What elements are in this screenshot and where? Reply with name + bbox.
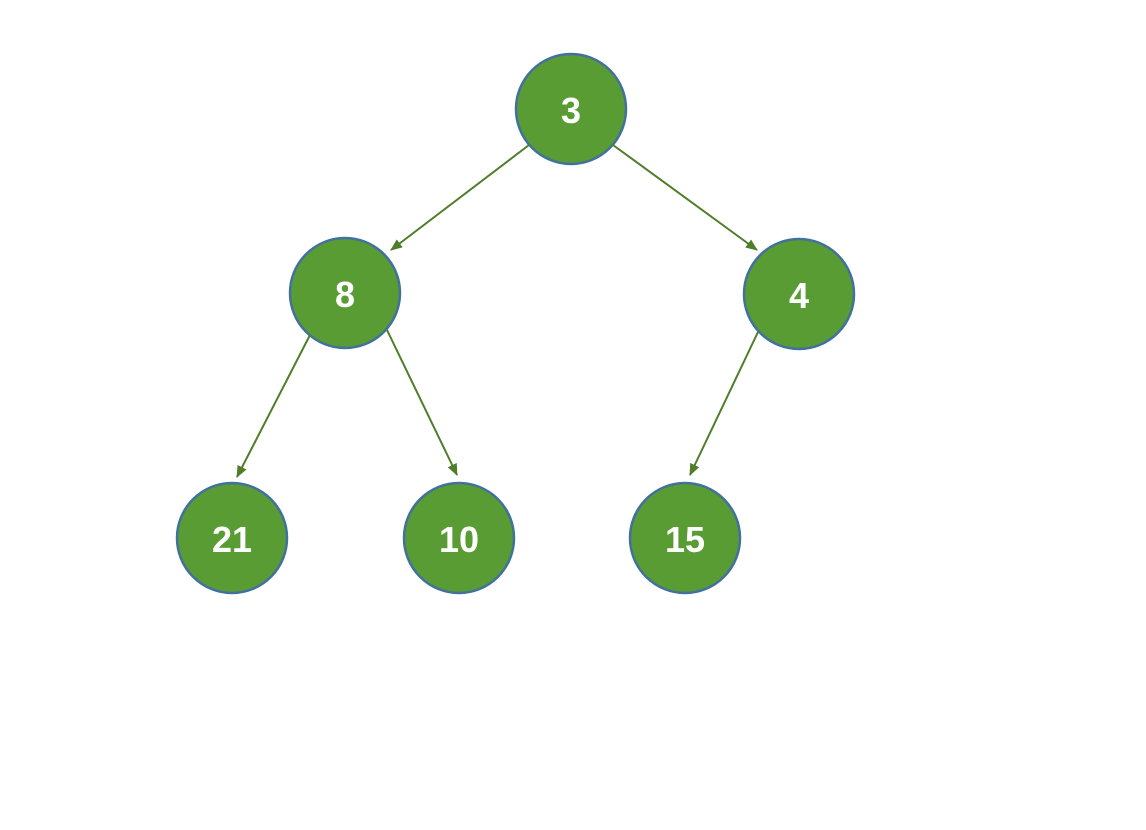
tree-node-8: 8 (288, 236, 402, 350)
edge-8-to-10 (386, 329, 458, 476)
node-circle-10 (402, 481, 516, 595)
edge-4-to-15 (689, 331, 759, 476)
node-label-21: 21 (212, 519, 252, 560)
edge-3-to-4 (612, 144, 758, 251)
node-circle-4 (742, 237, 856, 351)
node-label-15: 15 (665, 519, 705, 560)
node-circle-3 (514, 52, 628, 166)
node-circle-21 (175, 481, 289, 595)
node-circle-8 (288, 236, 402, 350)
tree-node-4: 4 (742, 237, 856, 351)
node-label-8: 8 (335, 274, 355, 315)
node-label-4: 4 (789, 275, 809, 316)
tree-node-10: 10 (402, 481, 516, 595)
node-label-3: 3 (561, 90, 581, 131)
node-circle-15 (628, 481, 742, 595)
tree-node-21: 21 (175, 481, 289, 595)
tree-node-3: 3 (514, 52, 628, 166)
tree-node-15: 15 (628, 481, 742, 595)
node-label-10: 10 (439, 519, 479, 560)
edge-3-to-8 (390, 144, 530, 251)
edge-8-to-21 (236, 334, 311, 478)
